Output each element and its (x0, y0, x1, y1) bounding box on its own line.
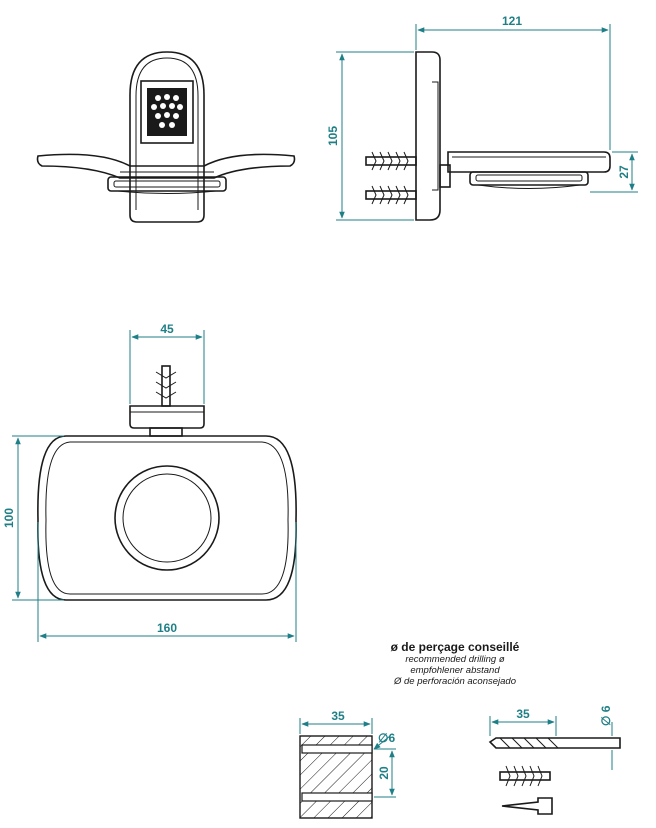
dim-label-drill-diameter: ∅ 6 (599, 705, 613, 726)
dim-label-wall-hole-spacing: 35 (331, 709, 345, 723)
note-title: ø de perçage conseillé (390, 640, 520, 654)
dim-label-side-dish-height: 27 (617, 165, 631, 179)
dimension-top-mount-width: 45 (129, 322, 205, 404)
dim-label-front-width: 160 (157, 621, 177, 635)
front-elevation-view (36, 51, 296, 223)
dim-label-drill-length: 35 (516, 707, 530, 721)
dimension-front-height: 100 (2, 435, 64, 601)
dim-label-front-height: 100 (2, 508, 16, 528)
note-spanish: Ø de perforación aconsejado (394, 676, 516, 687)
note-german: empfohlener abstand (410, 665, 500, 676)
wall-plug-upper (365, 151, 417, 171)
screw-detail (501, 797, 553, 815)
drill-bit-detail: 35 ∅ 6 (488, 705, 621, 770)
wall-plug-detail (499, 765, 551, 787)
side-elevation-view (365, 51, 611, 221)
dim-label-wall-hole-diameter: ∅6 (378, 731, 395, 745)
wall-plug-lower (365, 185, 417, 205)
dimension-side-dish-height: 27 (590, 151, 638, 193)
dim-label-side-depth: 121 (502, 14, 522, 28)
dim-label-side-height: 105 (326, 126, 340, 146)
dim-label-wall-hole-gap: 20 (377, 766, 391, 780)
wall-section-detail: 35 ∅6 20 (299, 709, 396, 819)
dim-label-top-mount-width: 45 (160, 322, 174, 336)
plan-view (37, 365, 297, 601)
note-english: recommended drilling ø (405, 654, 505, 665)
dimension-front-width: 160 (37, 522, 297, 642)
dimension-side-depth: 121 (415, 14, 611, 150)
dimension-side-height: 105 (326, 51, 414, 221)
drilling-note: ø de perçage conseillé recommended drill… (340, 640, 570, 687)
